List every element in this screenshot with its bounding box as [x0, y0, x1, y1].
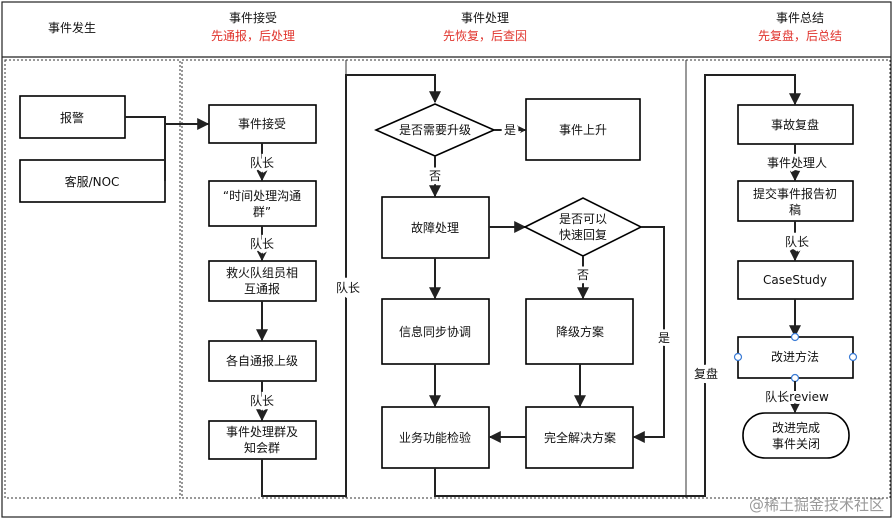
label-handler: 事件处理人 [767, 156, 827, 170]
lane-summary [685, 59, 891, 499]
edge-know-upgrade-q [261, 74, 441, 497]
handle-left [733, 352, 743, 362]
header-summary-sub: 先复盘，后总结 [758, 28, 842, 43]
label-lead-4: 队长 [785, 234, 809, 249]
node-accept [208, 104, 317, 144]
lane-accept [181, 59, 347, 499]
handle-top [790, 332, 800, 342]
label-lead-1: 队长 [250, 155, 274, 170]
node-upgrade-label: 事件上升 [559, 123, 607, 137]
node-review-label: 事故复盘 [771, 117, 819, 132]
header-accept-sub: 先通报，后处理 [211, 28, 295, 43]
node-report [208, 340, 317, 382]
node-degrade-label: 降级方案 [556, 324, 604, 339]
node-alarm [19, 95, 126, 139]
node-upgrade-question-label: 是否需要升级 [399, 123, 471, 137]
header-handle-sub: 先恢复，后查因 [443, 29, 527, 43]
node-sync [381, 298, 490, 365]
label-lead-review: 队长review [765, 389, 829, 404]
edge-check-review [434, 74, 801, 497]
label-lead-3: 队长 [250, 393, 274, 408]
node-degrade [525, 298, 634, 365]
node-comm-group [208, 180, 317, 227]
label-yes-2: 是 [658, 331, 670, 345]
edge-alarm-accept [125, 116, 210, 130]
node-review [737, 104, 854, 145]
node-submit-report-line1: 提交事件报告初 [753, 186, 837, 201]
node-check-label: 业务功能检验 [399, 430, 471, 445]
label-lead-side: 队长 [336, 280, 360, 295]
node-submit-report [737, 180, 854, 222]
watermark: @稀土掘金技术社区 [749, 496, 884, 514]
node-quick-question-line1: 是否可以 [559, 212, 607, 226]
node-accept-label: 事件接受 [238, 116, 286, 131]
header-accept: 事件接受 [229, 10, 277, 25]
node-rescue-line1: 救火队组员相 [226, 265, 298, 280]
label-lead-2: 队长 [250, 236, 274, 251]
node-rescue-line2: 互通报 [244, 281, 280, 296]
node-sync-label: 信息同步协调 [399, 324, 471, 339]
node-report-label: 各自通报上级 [226, 353, 298, 368]
node-quick-question-line2: 快速回复 [559, 228, 607, 242]
node-comm-group-line2: 群” [253, 205, 271, 219]
node-casestudy [737, 260, 854, 300]
handle-bottom [790, 373, 800, 383]
node-service-noc-label: 客服/NOC [65, 174, 120, 189]
node-fault-label: 故障处理 [411, 220, 459, 235]
lane-occur [4, 59, 181, 499]
node-solve-label: 完全解决方案 [544, 430, 616, 445]
handle-right [848, 352, 858, 362]
node-done-close-line2: 事件关闭 [772, 437, 820, 451]
label-no-1: 否 [429, 169, 441, 183]
header-summary: 事件总结 [776, 11, 824, 25]
node-done-close-line1: 改进完成 [772, 420, 820, 435]
node-submit-report-line2: 稿 [789, 202, 801, 217]
node-know-group [208, 420, 317, 460]
node-upgrade [525, 98, 641, 161]
node-know-group-line2: 知会群 [244, 441, 280, 455]
node-quick-question [523, 197, 643, 257]
node-know-group-line1: 事件处理群及 [226, 425, 298, 439]
node-improve-label: 改进方法 [771, 349, 819, 364]
label-review-side: 复盘 [694, 366, 718, 381]
node-casestudy-label: CaseStudy [763, 273, 827, 287]
node-comm-group-line1: “时间处理沟通 [223, 189, 301, 203]
header-occur: 事件发生 [48, 20, 96, 35]
label-no-2: 否 [577, 268, 589, 282]
label-yes-1: 是 [504, 123, 516, 137]
node-solve [525, 406, 634, 469]
node-done-close [742, 412, 850, 459]
edge-quick-yes [632, 226, 665, 443]
node-alarm-label: 报警 [60, 110, 84, 125]
header-handle: 事件处理 [461, 11, 509, 25]
